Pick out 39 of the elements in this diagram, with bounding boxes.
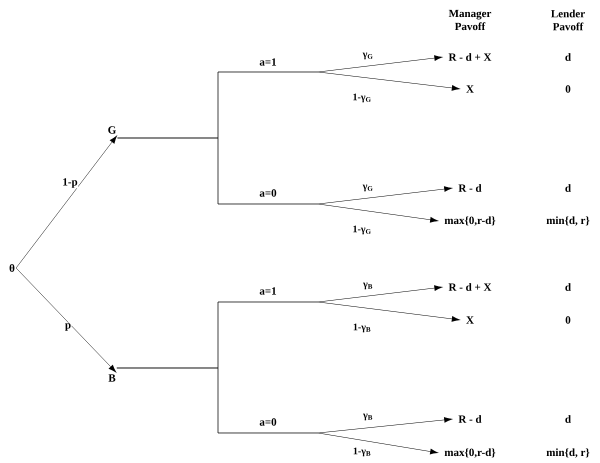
state-label: θ — [10, 264, 14, 272]
edge-label: γ$_{G}$ — [362, 184, 374, 192]
action-label: a=0 — [260, 189, 276, 197]
edge-label: 1-γ$_{B}$ — [352, 323, 372, 333]
arrow — [116, 368, 438, 454]
payoff-value: X — [466, 316, 474, 324]
payoff-value: X — [466, 85, 474, 93]
payoff-value: 0 — [566, 316, 570, 324]
edge-label: 1-γ$_{G}$ — [352, 225, 372, 235]
payoff-value: R - d — [458, 415, 482, 423]
payoff-value: d — [565, 184, 571, 192]
payoff-value: 0 — [566, 85, 570, 93]
state-label: B — [108, 374, 116, 382]
payoff-value: max{0,r-d} — [444, 448, 496, 458]
column-header: Manager Pavoff — [448, 10, 492, 30]
action-label: a=1 — [260, 58, 276, 66]
edge-label: γ$_{G}$ — [362, 52, 374, 60]
payoff-value: d — [565, 53, 571, 61]
column-header: Lender Pavoff — [551, 10, 585, 30]
edge-label: p — [64, 322, 72, 332]
action-label: a=0 — [260, 418, 276, 426]
edge-label: γ$_{B}$ — [362, 282, 374, 290]
payoff-value: R - d + X — [448, 283, 492, 291]
payoff-value: min{d, r} — [546, 448, 590, 458]
payoff-value: R - d — [458, 184, 482, 192]
payoff-value: d — [565, 283, 571, 291]
payoff-value: d — [565, 415, 571, 423]
arrow — [16, 136, 118, 268]
payoff-value: min{d, r} — [546, 216, 590, 226]
edge-label: 1-p — [62, 178, 78, 188]
payoff-value: R - d + X — [448, 53, 492, 61]
arrow — [16, 268, 116, 373]
state-label: G — [108, 126, 116, 134]
arrow — [117, 138, 438, 223]
edge-label: γ$_{B}$ — [362, 413, 374, 421]
edge-label: 1-γ$_{B}$ — [352, 447, 372, 457]
action-label: a=1 — [260, 287, 276, 295]
edge-label: 1-γ$_{G}$ — [352, 93, 372, 103]
payoff-value: max{0,r-d} — [444, 216, 496, 226]
